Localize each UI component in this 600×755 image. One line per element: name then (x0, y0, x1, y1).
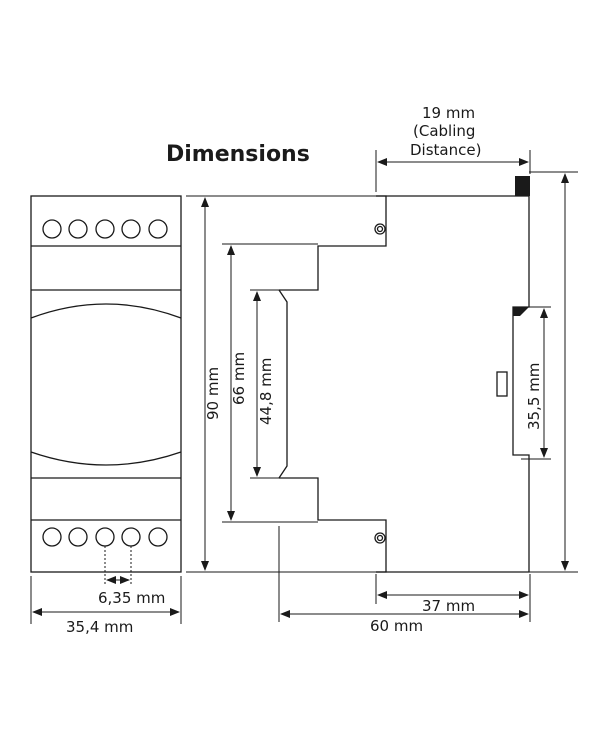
height-90-dimension: 90 mm (186, 195, 376, 573)
page-title: Dimensions (166, 142, 310, 167)
terminal-screw (95, 219, 115, 239)
height-90-label: 90 mm (204, 367, 222, 420)
cabling-label-top: 19 mm (422, 104, 475, 122)
cabling-dimension: 19 mm (Cabling Distance) (375, 104, 531, 192)
height-66-label: 66 mm (230, 352, 248, 405)
front-width-label: 35,4 mm (66, 618, 133, 636)
height-355-label: 35,5 mm (525, 363, 543, 430)
height-448-label: 44,8 mm (257, 358, 275, 425)
pitch-dimension: 6,35 mm (98, 576, 165, 607)
terminal-screw (95, 527, 115, 547)
terminal-screw (42, 219, 62, 239)
side-view (278, 176, 530, 573)
pitch-label: 6,35 mm (98, 589, 165, 607)
cable-connector (515, 176, 530, 196)
height-355-dimension: 35,5 mm (521, 306, 551, 460)
depth-37-label: 37 mm (422, 597, 475, 615)
terminal-screw (68, 527, 88, 547)
front-width-dimension: 35,4 mm (30, 576, 182, 636)
depth-37-dimension: 37 mm (375, 574, 531, 622)
cabling-label-bottom: Distance) (410, 141, 481, 159)
depth-60-dimension: 60 mm (278, 526, 529, 635)
top-terminal-row (42, 219, 168, 239)
release-slot (496, 371, 508, 397)
terminal-screw (121, 527, 141, 547)
cabling-label-mid: (Cabling (413, 122, 475, 140)
terminal-screw (148, 527, 168, 547)
front-view (30, 195, 182, 586)
height-448-dimension: 44,8 mm (250, 289, 279, 479)
terminal-screw (121, 219, 141, 239)
terminal-screw (68, 219, 88, 239)
terminal-screw (148, 219, 168, 239)
terminal-screw (42, 527, 62, 547)
height-66-dimension: 66 mm (222, 243, 318, 523)
height-right-dimension (529, 171, 578, 573)
bottom-terminal-row (42, 527, 168, 547)
depth-60-label: 60 mm (370, 617, 423, 635)
